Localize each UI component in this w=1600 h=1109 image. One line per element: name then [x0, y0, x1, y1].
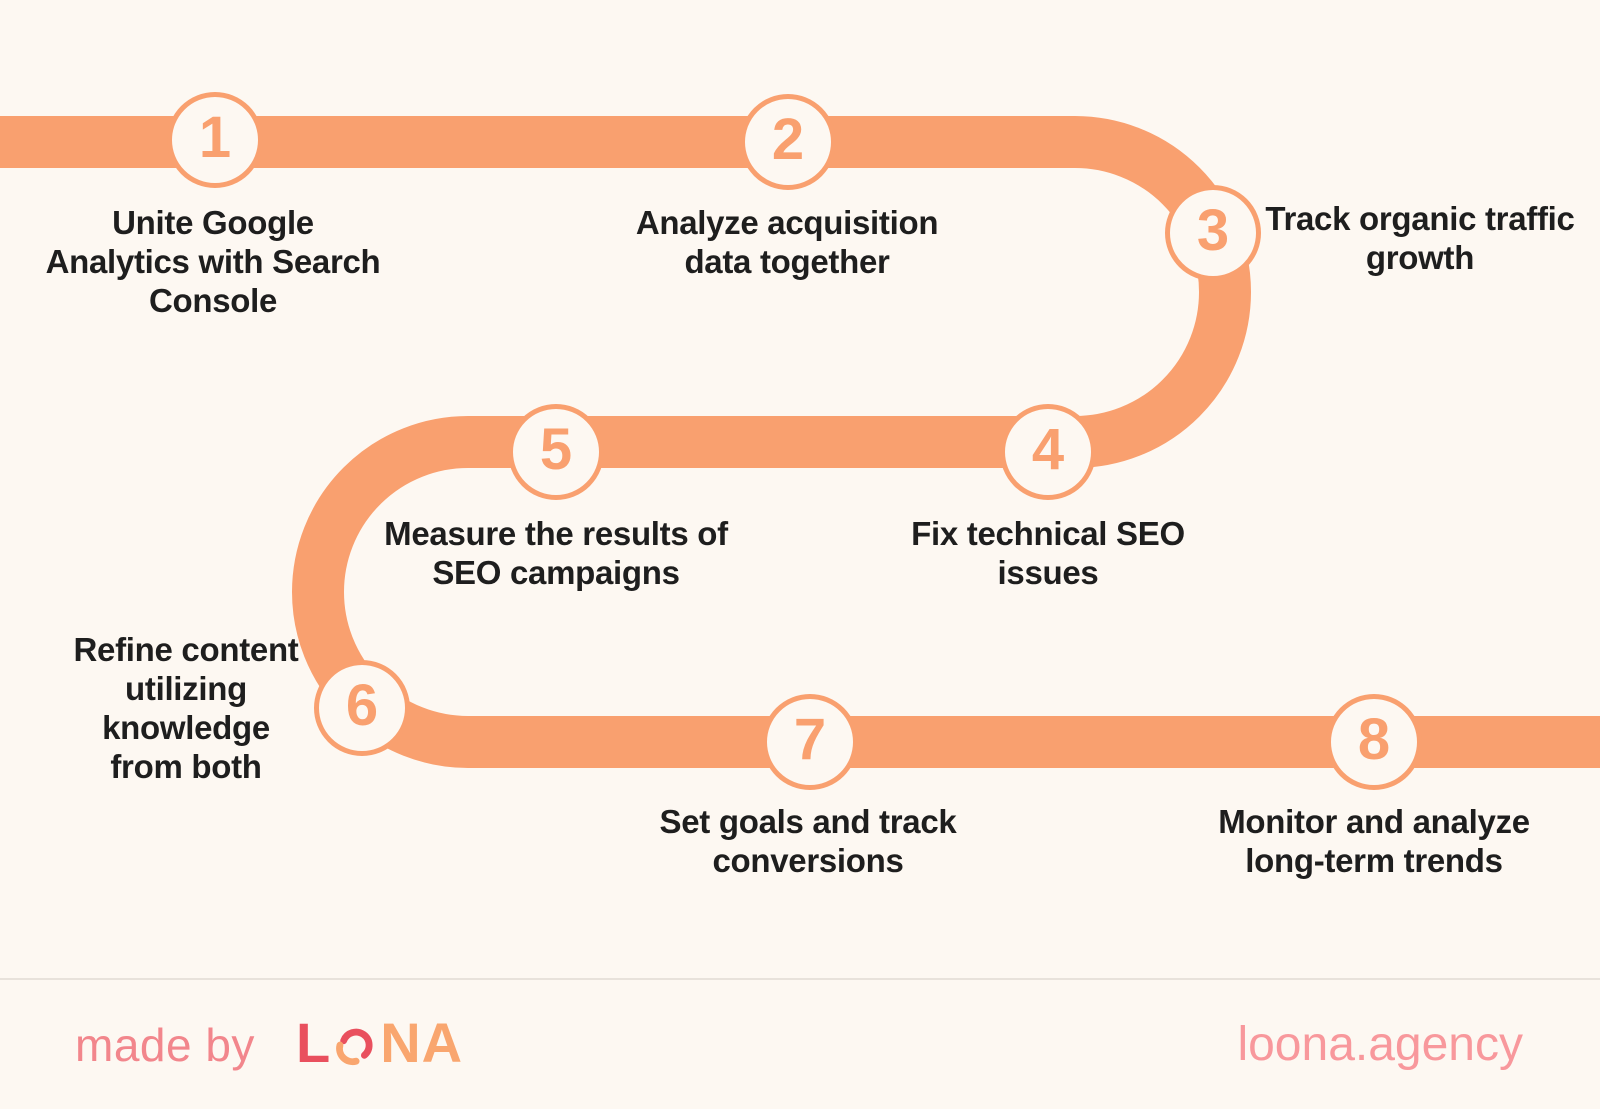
- step-label-6: Refine content utilizing knowledge from …: [74, 630, 299, 786]
- step-label-line: Console: [148, 282, 278, 319]
- step-number-4: 4: [1031, 417, 1065, 482]
- step-circle-4: 4: [1000, 404, 1096, 500]
- step-label-5: Measure the results of SEO campaigns: [384, 514, 728, 592]
- loona-logo: L NA: [296, 1012, 463, 1074]
- step-label-7: Set goals and track conversions: [660, 802, 957, 880]
- made-by-text: made by: [75, 1019, 255, 1071]
- step-label-line: data together: [684, 243, 890, 280]
- step-label-line: long-term trends: [1245, 842, 1503, 879]
- step-circle-5: 5: [508, 404, 604, 500]
- step-label-line: SEO campaigns: [432, 554, 680, 591]
- step-circle-3: 3: [1165, 185, 1261, 281]
- step-label-4: Fix technical SEO issues: [911, 514, 1185, 592]
- step-circle-1: 1: [167, 92, 263, 188]
- agency-url-text: loona.agency: [1237, 1018, 1523, 1071]
- step-circle-6: 6: [314, 660, 410, 756]
- step-label-line: Measure the results of: [384, 515, 728, 552]
- step-label-line: Refine content: [73, 631, 299, 668]
- step-circle-7: 7: [762, 694, 858, 790]
- step-label-2: Analyze acquisition data together: [635, 203, 939, 281]
- step-number-6: 6: [345, 673, 379, 738]
- step-label-line: Set goals and track: [659, 803, 957, 840]
- step-label-line: Fix technical SEO: [911, 515, 1185, 552]
- step-label-line: conversions: [712, 842, 904, 879]
- step-label-line: growth: [1365, 239, 1475, 276]
- step-label-line: Track organic traffic: [1265, 200, 1575, 237]
- step-circle-2: 2: [740, 94, 836, 190]
- step-label-3: Track organic traffic growth: [1265, 199, 1574, 277]
- logo-letters-na: NA: [380, 1011, 464, 1074]
- step-label-line: Analytics with Search: [45, 243, 381, 280]
- loona-swirl-icon: [336, 1028, 373, 1065]
- step-number-7: 7: [793, 707, 827, 772]
- logo-letter-l: L: [296, 1011, 332, 1074]
- step-label-1: Unite Google Analytics with Search Conso…: [46, 203, 381, 320]
- step-circle-8: 8: [1326, 694, 1422, 790]
- step-number-3: 3: [1196, 198, 1230, 263]
- step-number-5: 5: [539, 417, 573, 482]
- step-label-line: issues: [997, 554, 1099, 591]
- step-label-line: from both: [110, 748, 262, 785]
- step-label-line: knowledge: [102, 709, 270, 746]
- step-number-8: 8: [1357, 707, 1391, 772]
- step-label-line: Monitor and analyze: [1218, 803, 1530, 840]
- step-number-2: 2: [771, 107, 805, 172]
- step-label-line: utilizing: [125, 670, 247, 707]
- step-label-line: Analyze acquisition: [635, 204, 939, 241]
- step-label-8: Monitor and analyze long-term trends: [1218, 802, 1530, 880]
- step-label-line: Unite Google: [112, 204, 314, 241]
- footer-divider: [0, 978, 1600, 980]
- step-number-1: 1: [198, 105, 232, 170]
